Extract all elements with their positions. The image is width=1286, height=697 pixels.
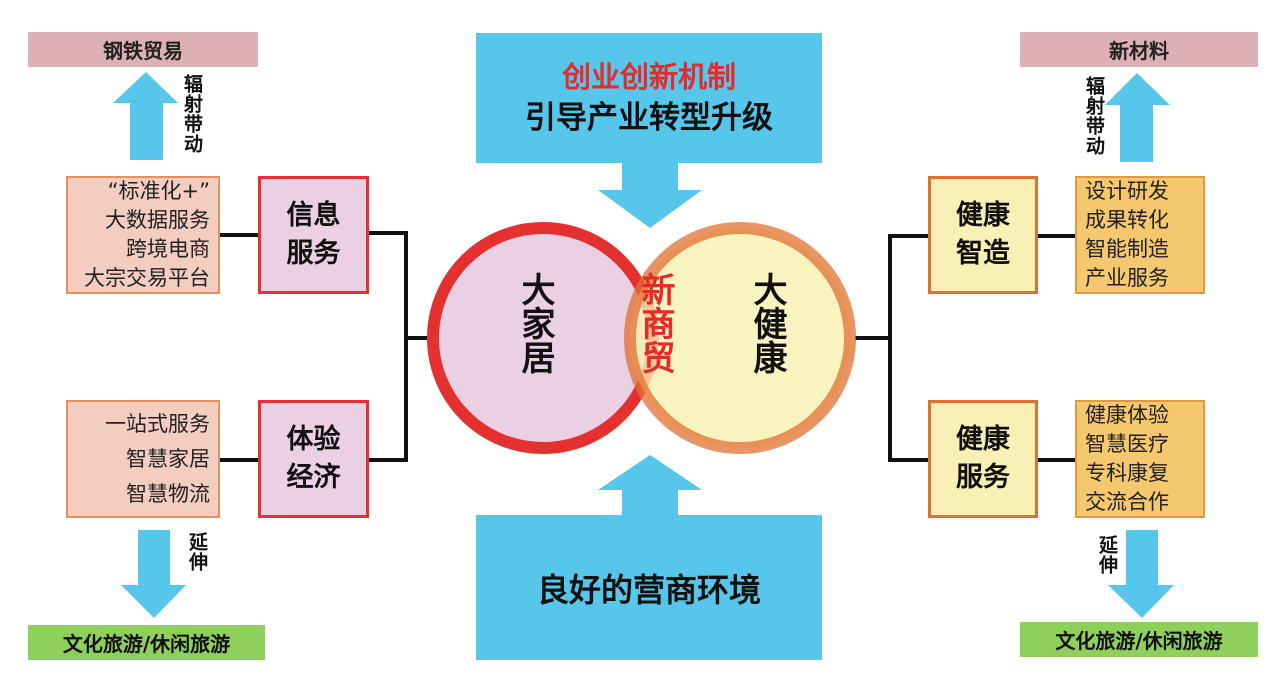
list-item: 专科康复 xyxy=(1085,461,1169,485)
category-label: 经济 xyxy=(286,462,341,493)
category-label: 信息 xyxy=(286,200,341,231)
category-label: 服务 xyxy=(956,462,1010,493)
radiate-label-left: 辐射带动 xyxy=(181,74,203,154)
tourism-label-right: 文化旅游/休闲旅游 xyxy=(1055,629,1223,653)
category-label: 体验 xyxy=(286,424,341,455)
new-commerce-label: 新商贸 xyxy=(635,272,675,374)
health-manufacturing-box: 健康 智造 xyxy=(928,176,1038,294)
tourism-box-right: 文化旅游/休闲旅游 xyxy=(1020,622,1258,657)
category-label: 健康 xyxy=(956,200,1010,231)
extend-label-right: 延伸 xyxy=(1096,535,1118,575)
list-item: “标准化+” xyxy=(107,179,210,203)
info-service-box: 信息 服务 xyxy=(258,176,369,294)
up-arrow-right xyxy=(1105,73,1170,162)
list-item: 大宗交易平台 xyxy=(84,266,210,290)
radiate-label-right: 辐射带动 xyxy=(1083,76,1105,156)
category-label: 智造 xyxy=(956,238,1010,269)
experience-economy-items: 一站式服务 智慧家居 智慧物流 xyxy=(66,400,220,518)
info-service-items: “标准化+” 大数据服务 跨境电商 大宗交易平台 xyxy=(66,176,220,294)
business-environment-block: 良好的营商环境 xyxy=(476,515,822,660)
list-item: 智慧家居 xyxy=(126,446,210,471)
extend-label-left: 延伸 xyxy=(186,532,208,572)
list-item: 跨境电商 xyxy=(126,237,210,261)
down-arrow-right xyxy=(1108,530,1174,618)
list-item: 成果转化 xyxy=(1085,208,1169,232)
up-arrow-left xyxy=(113,72,178,160)
steel-trade-label: 钢铁贸易 xyxy=(103,39,183,63)
list-item: 智慧物流 xyxy=(126,481,210,506)
list-item: 设计研发 xyxy=(1085,179,1169,203)
health-label: 大健康 xyxy=(747,272,787,374)
business-environment-label: 良好的营商环境 xyxy=(536,570,761,609)
health-service-box: 健康 服务 xyxy=(928,400,1038,518)
circle-health xyxy=(624,222,856,454)
health-service-items: 健康体验 智慧医疗 专科康复 交流合作 xyxy=(1075,400,1205,518)
category-label: 服务 xyxy=(286,238,341,269)
new-materials-label: 新材料 xyxy=(1109,39,1169,63)
tourism-box-left: 文化旅游/休闲旅游 xyxy=(28,625,265,660)
innovation-title: 创业创新机制 xyxy=(561,60,736,94)
innovation-mechanism-block: 创业创新机制 引导产业转型升级 xyxy=(476,33,822,163)
list-item: 智慧医疗 xyxy=(1085,432,1169,456)
up-arrow-center xyxy=(598,455,702,520)
list-item: 健康体验 xyxy=(1085,403,1169,427)
down-arrow-center xyxy=(598,160,702,228)
health-manufacturing-items: 设计研发 成果转化 智能制造 产业服务 xyxy=(1075,176,1205,294)
category-label: 健康 xyxy=(956,424,1010,455)
list-item: 产业服务 xyxy=(1085,266,1169,290)
down-arrow-left xyxy=(121,530,186,618)
right-connectors xyxy=(855,234,1075,462)
list-item: 一站式服务 xyxy=(105,411,210,436)
list-item: 交流合作 xyxy=(1085,490,1169,514)
home-label: 大家居 xyxy=(515,272,555,374)
list-item: 大数据服务 xyxy=(105,208,210,232)
list-item: 智能制造 xyxy=(1085,237,1169,261)
tourism-label-left: 文化旅游/休闲旅游 xyxy=(62,632,231,656)
experience-economy-box: 体验 经济 xyxy=(258,400,369,518)
steel-trade-box: 钢铁贸易 xyxy=(28,32,258,67)
new-materials-box: 新材料 xyxy=(1020,32,1258,67)
upgrade-subtitle: 引导产业转型升级 xyxy=(525,100,773,136)
